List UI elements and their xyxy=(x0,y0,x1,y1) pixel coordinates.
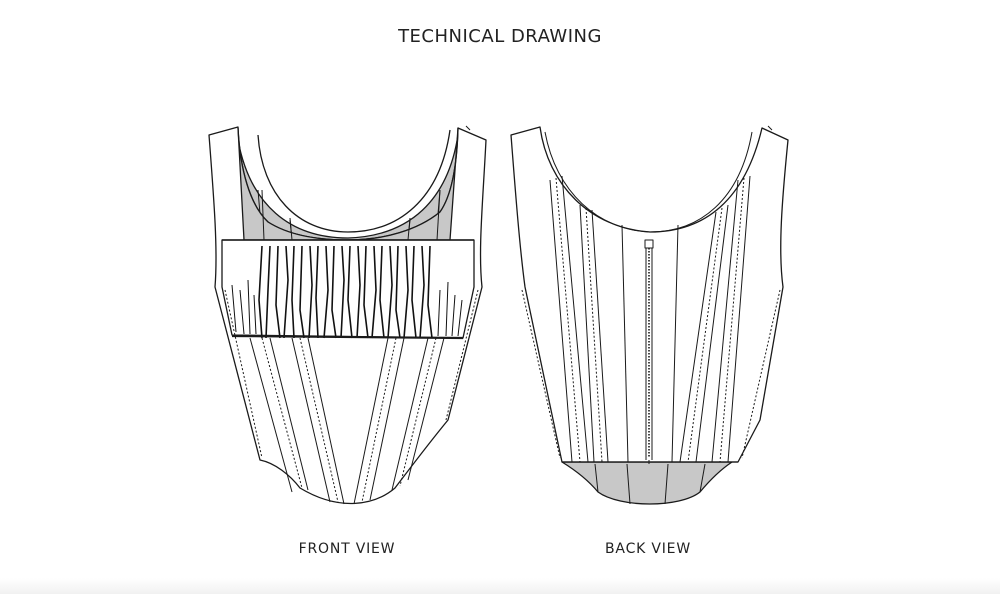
band-gather-lines xyxy=(258,245,433,339)
page-bottom-edge xyxy=(0,578,1000,594)
back-view-label: BACK VIEW xyxy=(605,541,691,557)
back-zipper xyxy=(644,239,654,464)
front-view-garment xyxy=(208,125,487,505)
back-boning-channels xyxy=(521,175,781,463)
front-view-label: FRONT VIEW xyxy=(298,541,396,557)
front-boning-channels xyxy=(224,289,479,505)
back-neckline xyxy=(544,131,753,233)
front-neckline xyxy=(257,129,451,233)
back-view-garment xyxy=(510,125,789,505)
back-hem-lining xyxy=(561,461,733,505)
page-title: TECHNICAL DRAWING xyxy=(398,26,602,47)
technical-drawing xyxy=(208,125,789,505)
band-gather-flares xyxy=(231,279,463,337)
